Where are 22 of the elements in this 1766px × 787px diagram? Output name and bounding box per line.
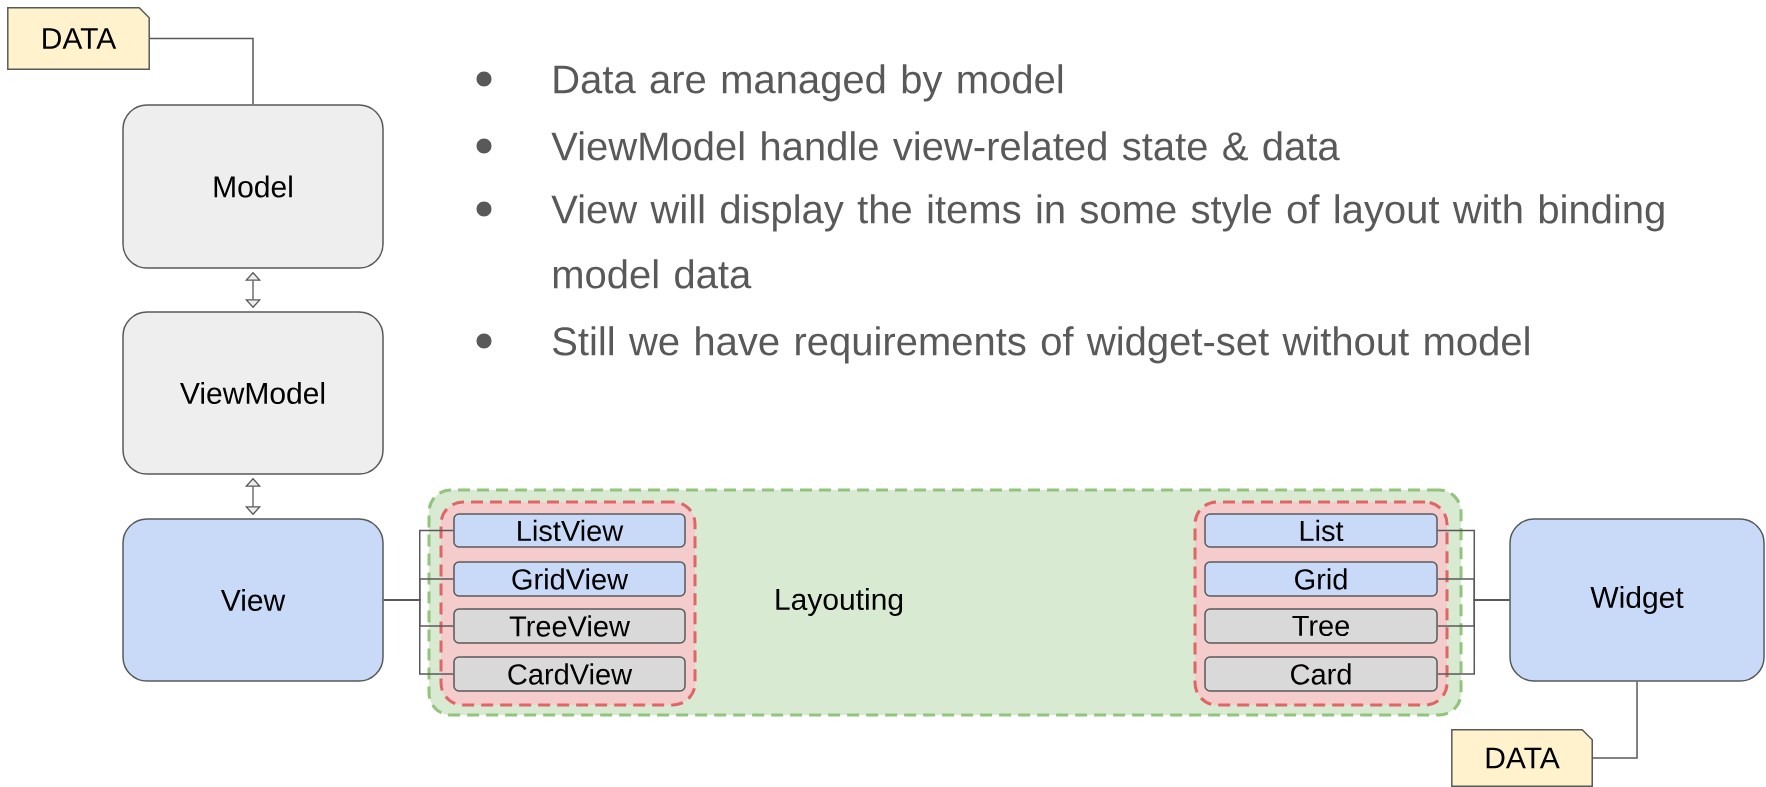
connector-line <box>383 599 454 675</box>
bullet-text: Still we have requirements of widget-set without model <box>553 326 1529 364</box>
item-box: TreeView <box>453 608 686 644</box>
data-note: DATA <box>1451 729 1593 787</box>
item-box: GridView <box>453 561 686 597</box>
item-box: List <box>1204 513 1438 548</box>
data-note: DATA <box>7 7 150 70</box>
process-box: Widget <box>1509 518 1765 682</box>
item-box: Grid <box>1204 561 1438 597</box>
bullet-text: Data are managed by model <box>554 64 1063 102</box>
bullet-text: ViewModel handle view-related state & data <box>551 131 1340 161</box>
connector-line <box>1437 599 1510 675</box>
bullet-text: View will display the items in some style of layout with binding model data <box>551 194 1664 289</box>
item-box: Card <box>1204 656 1438 692</box>
item-box: ListView <box>453 513 686 548</box>
connector-line <box>148 37 254 105</box>
process-box: View <box>122 518 384 682</box>
item-box: CardView <box>453 656 686 692</box>
connector-line <box>1591 681 1638 759</box>
process-box: Model <box>122 104 384 269</box>
process-box: ViewModel <box>122 311 384 475</box>
item-box: Tree <box>1204 608 1438 644</box>
